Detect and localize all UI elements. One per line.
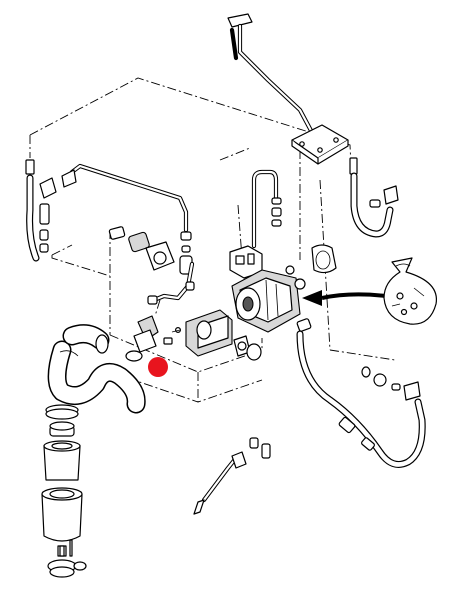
gear-pump xyxy=(171,309,233,357)
pointer-arrow xyxy=(302,290,387,306)
drain-tube xyxy=(193,437,271,515)
assembly-frame xyxy=(29,77,396,403)
gasket xyxy=(311,244,337,274)
filler-cap xyxy=(227,13,253,28)
filler-tube xyxy=(227,13,349,165)
filter-assembly xyxy=(41,404,87,578)
middle-rigid-line xyxy=(147,261,195,305)
right-upper-hose xyxy=(349,157,399,238)
return-pipe xyxy=(251,169,282,249)
left-hose xyxy=(25,159,57,262)
pressure-hose xyxy=(296,318,426,468)
hydraulic-pump xyxy=(229,245,306,361)
fastener-bag xyxy=(383,257,438,325)
suction-hose xyxy=(47,324,146,414)
elbow-fitting xyxy=(125,315,173,362)
highlight-marker[interactable] xyxy=(148,357,168,377)
suction-fittings xyxy=(108,226,175,271)
